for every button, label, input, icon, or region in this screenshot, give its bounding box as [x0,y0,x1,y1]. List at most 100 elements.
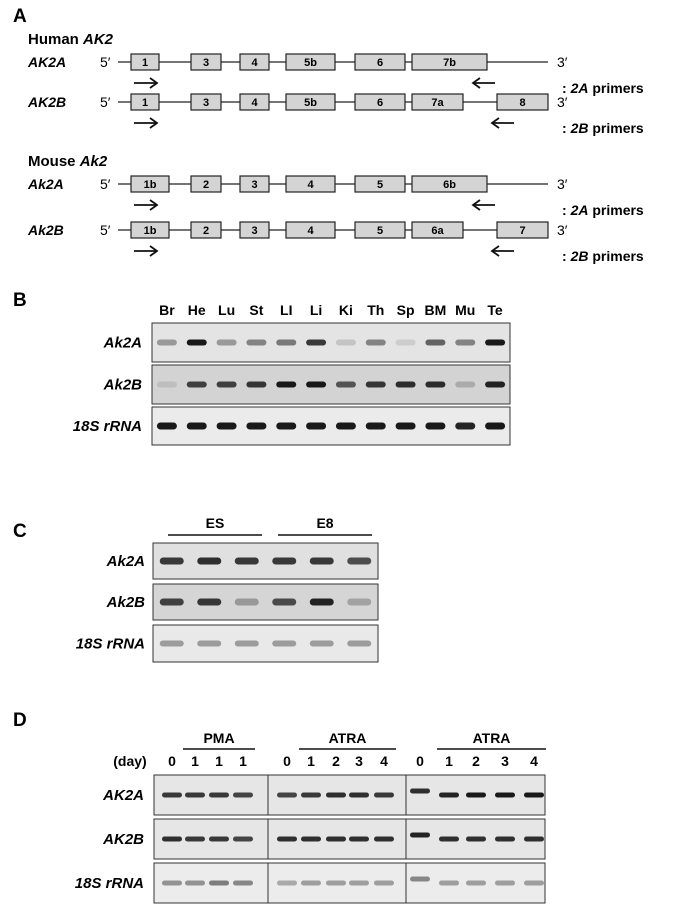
svg-text:1: 1 [142,57,148,69]
gel-band [347,598,372,606]
svg-text:3: 3 [203,57,209,69]
reverse-primer-arrow [471,77,495,89]
svg-text:4: 4 [307,225,314,237]
svg-text:2: 2 [203,179,209,191]
gel-strip [405,862,546,904]
gel-band [485,339,506,346]
gel-row-ak2b: Ak2B [103,364,511,405]
svg-text:3: 3 [251,179,257,191]
gel-band [425,422,446,430]
gel-band [309,598,334,606]
lane-label-sp: Sp [397,302,415,318]
gel-band [276,422,297,430]
exon-2: 2 [190,175,222,193]
gel-band [524,880,544,886]
gel-band [485,422,506,430]
five-prime-label: 5′ [100,176,111,192]
gel-band [466,792,486,798]
three-prime-label: 3′ [557,54,568,70]
isoform-label: AK2A [27,54,66,70]
svg-text:4: 4 [251,97,258,109]
gel-band [455,339,476,346]
gel-band [185,792,205,798]
isoform-label: Ak2A [27,176,64,192]
gel-band [326,836,346,842]
five-prime-label: 5′ [100,54,111,70]
gel-band [162,792,182,798]
day-label: 1 [307,753,315,769]
svg-text:8: 8 [519,97,525,109]
gel-row-ak2a: AK2A [102,774,546,816]
gel-band [439,792,459,798]
lane-label-st: St [249,302,263,318]
exon-4: 4 [239,93,270,111]
svg-text:5b: 5b [304,57,317,69]
primer-legend: : 2A primers [562,80,644,96]
gel-band [306,381,327,388]
human-gene-title: Human AK2 [28,31,114,48]
gel-band [209,880,229,886]
exon-5: 5 [354,175,406,193]
svg-text:7a: 7a [431,97,444,109]
gel-band [524,836,544,842]
panel-d-letter: D [13,710,27,731]
gel-band [425,339,446,346]
gel-strip [151,322,511,363]
gel-band [162,880,182,886]
exon-1b: 1b [130,175,170,193]
gel-band [301,880,321,886]
gel-band [347,557,372,565]
gel-band [209,792,229,798]
row-label: AK2A [102,787,144,804]
gel-band [233,880,253,886]
day-label: 0 [168,753,176,769]
gel-band [335,422,356,430]
gel-band [246,381,267,388]
gel-band [216,339,237,346]
gel-band [365,422,386,430]
gel-band [306,339,327,346]
gel-band [272,640,297,647]
row-label: 18S rRNA [76,636,145,653]
svg-text:1: 1 [142,97,148,109]
gel-band [159,598,184,606]
day-label: 2 [332,753,340,769]
gel-band [246,339,267,346]
gel-band [216,422,237,430]
gel-row-ak2a: Ak2A [103,322,511,363]
row-label: 18S rRNA [73,418,142,435]
gel-band [186,381,207,388]
gel-band [306,422,327,430]
gel-band [216,381,237,388]
svg-text:5: 5 [377,225,383,237]
gel-band [309,557,334,565]
primer-legend: : 2B primers [562,248,644,264]
day-label: 4 [380,753,388,769]
gel-band [277,792,297,798]
row-label: Ak2A [106,553,145,570]
gel-strip [405,818,546,860]
lane-label-mu: Mu [455,302,475,318]
primer-legend: : 2B primers [562,120,644,136]
gel-band [156,381,177,388]
svg-text:4: 4 [251,57,258,69]
gel-row-18s-rrna: 18S rRNA [76,624,379,663]
forward-primer-arrow [134,117,159,129]
exon-5b: 5b [285,93,336,111]
gel-band [466,836,486,842]
exon-3: 3 [190,93,222,111]
gel-band [309,640,334,647]
svg-text:3: 3 [251,225,257,237]
gel-strip [267,862,407,904]
gel-band [335,381,356,388]
gel-band [272,598,297,606]
reverse-primer-arrow [490,117,514,129]
row-label: AK2B [102,831,144,848]
exon-8: 8 [496,93,549,111]
